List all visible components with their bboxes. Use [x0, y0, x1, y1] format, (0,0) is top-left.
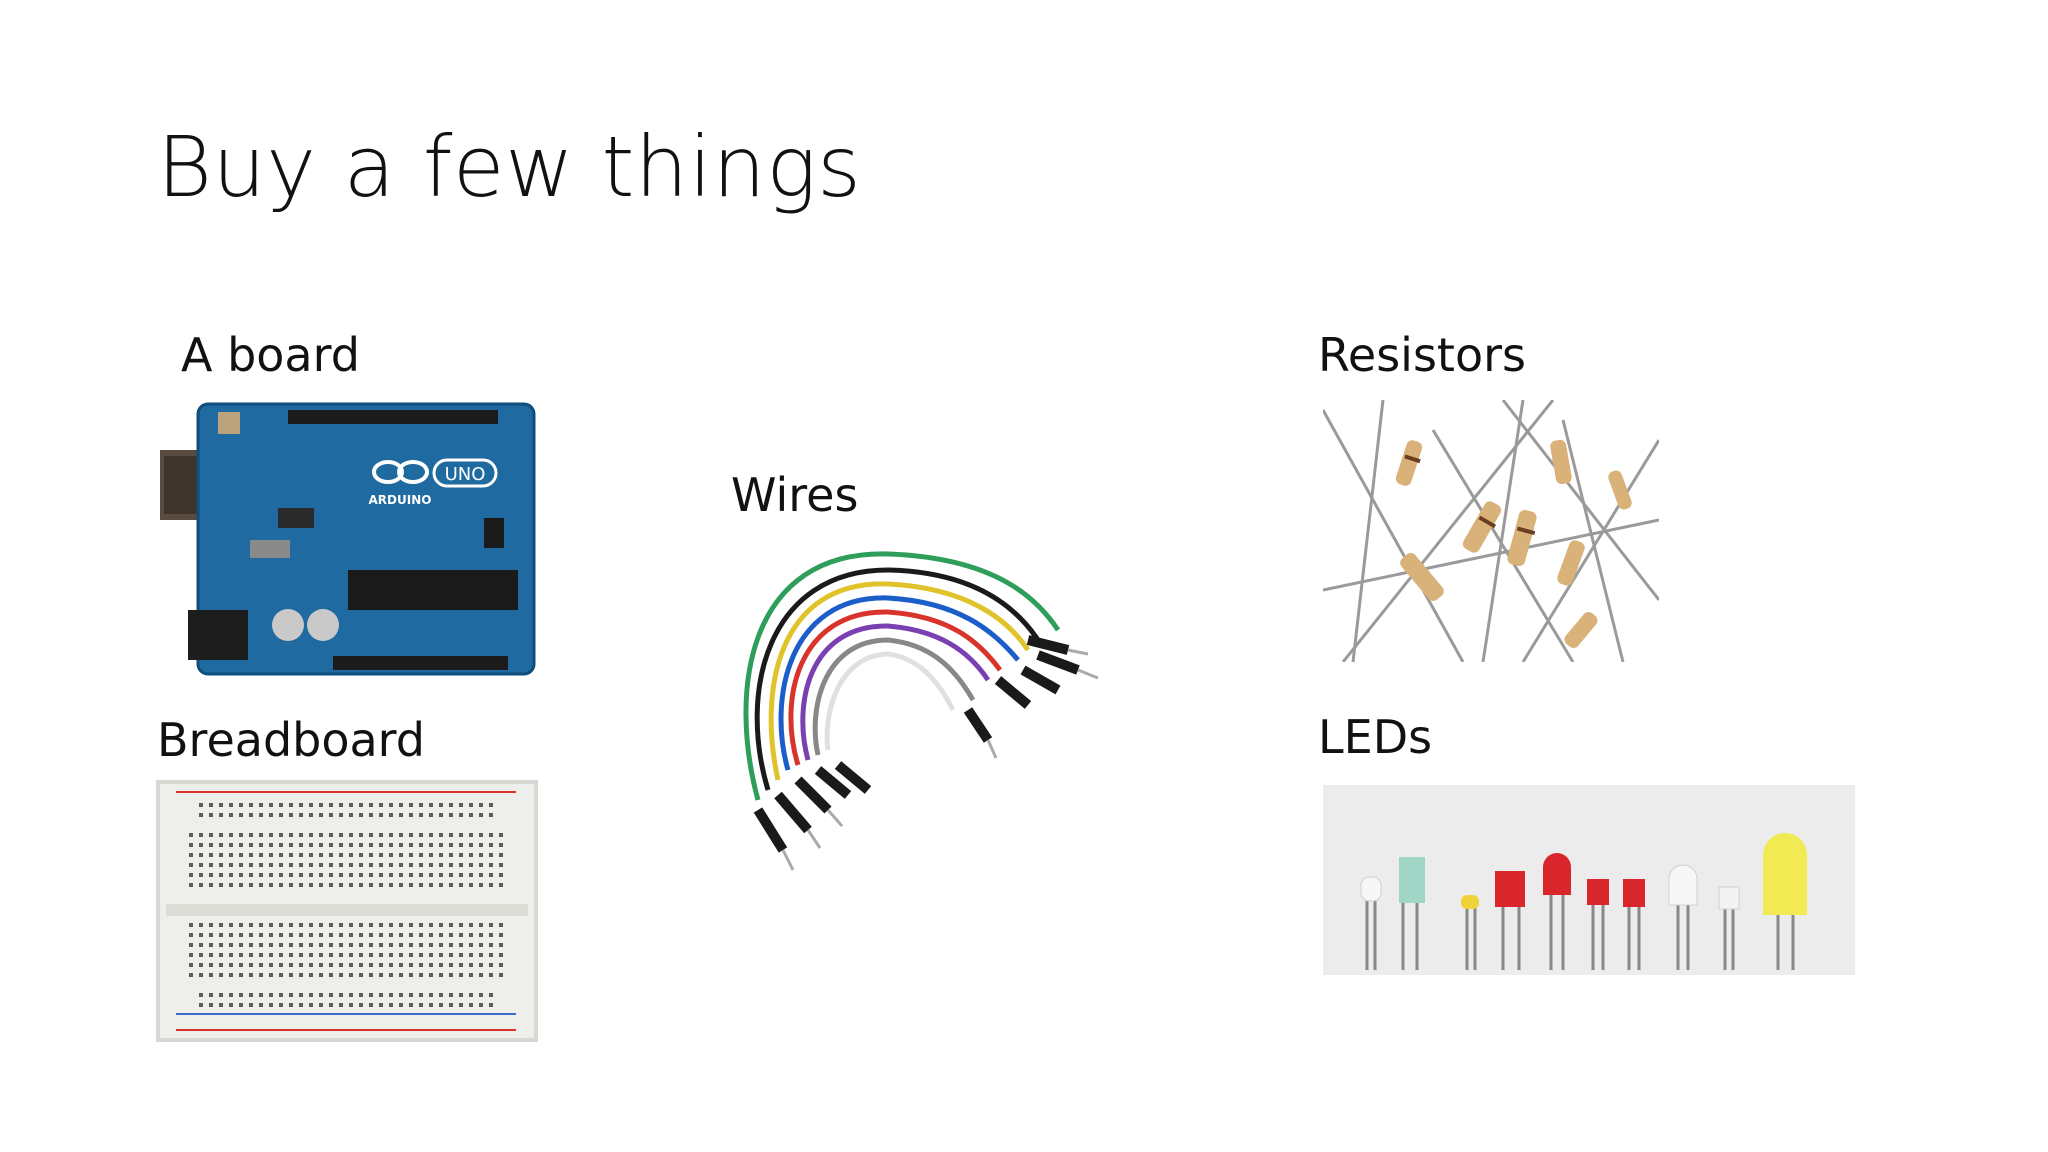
jumper-wires-image: [738, 540, 1128, 880]
resistors-image: [1323, 400, 1659, 662]
resistors-label: Resistors: [1318, 328, 1526, 382]
board-model-text: UNO: [445, 464, 486, 485]
board-brand-text: ARDUINO: [369, 493, 432, 507]
arduino-board-image: UNO ARDUINO: [158, 400, 550, 680]
wires-label: Wires: [731, 468, 859, 522]
breadboard-image: [156, 780, 538, 1042]
breadboard-label: Breadboard: [157, 713, 425, 767]
board-label: A board: [181, 328, 360, 382]
leds-label: LEDs: [1318, 710, 1433, 764]
leds-image: [1323, 785, 1855, 975]
slide-title: Buy a few things: [157, 118, 862, 216]
